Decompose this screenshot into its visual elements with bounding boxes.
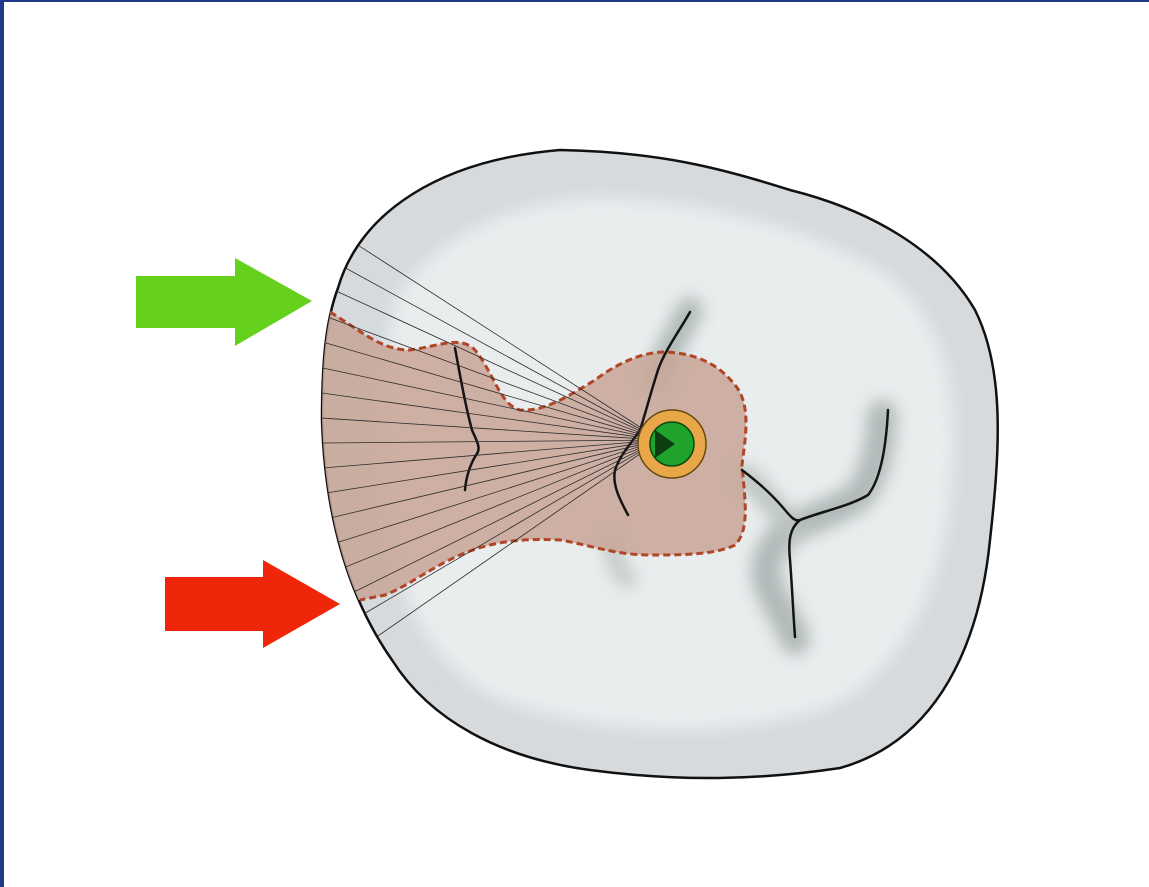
light-source — [638, 410, 706, 478]
arrow-right-icon — [165, 560, 340, 648]
lower-arrow — [165, 560, 340, 648]
upper-arrow — [136, 258, 312, 346]
arrow-right-icon — [136, 258, 312, 346]
